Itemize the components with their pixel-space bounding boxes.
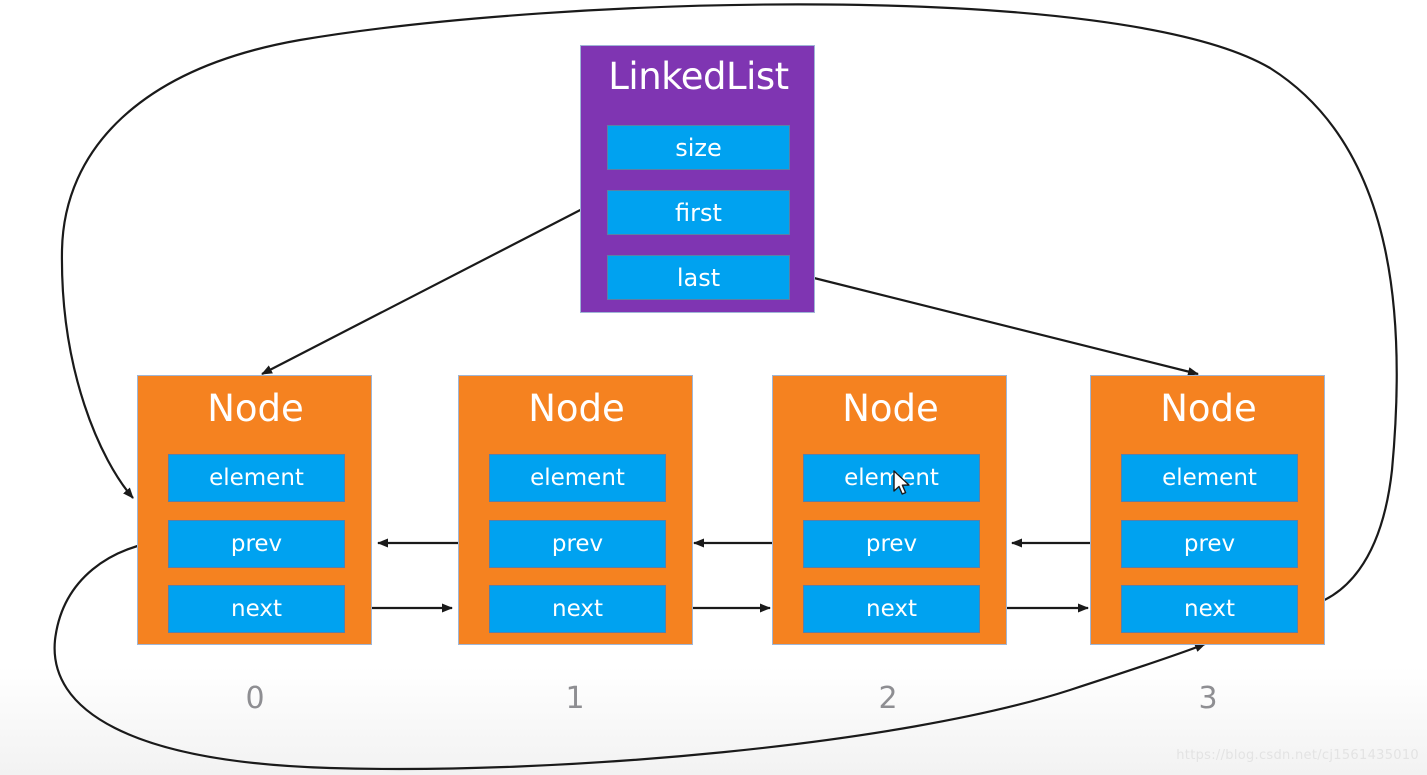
node-title: Node [528,387,625,430]
linkedlist-box: LinkedList size first last [580,45,815,313]
linkedlist-title: LinkedList [608,55,789,98]
node-title: Node [1160,387,1257,430]
linkedlist-field-last: last [607,255,790,300]
node-title: Node [842,387,939,430]
node-index-label-2: 2 [878,681,898,716]
node-field-element: element [803,454,980,502]
node-field-prev: prev [168,520,345,568]
node-index-label-0: 0 [245,681,265,716]
linkedlist-field-size: size [607,125,790,170]
linkedlist-field-first: first [607,190,790,235]
edge-first-to-node0 [261,204,591,375]
node-box-0: Node element prev next [137,375,372,645]
node-field-element: element [1121,454,1298,502]
watermark: https://blog.csdn.net/cj1561435010 [1176,748,1419,763]
node-box-3: Node element prev next [1090,375,1325,645]
node-field-next: next [1121,585,1298,633]
node-field-prev: prev [803,520,980,568]
node-field-prev: prev [1121,520,1298,568]
node-field-prev: prev [489,520,666,568]
node-field-next: next [168,585,345,633]
node-index-label-3: 3 [1198,681,1218,716]
node-index-label-1: 1 [565,681,585,716]
node-box-2: Node element prev next [772,375,1007,645]
edge-last-to-node3 [805,274,1199,376]
node-title: Node [207,387,304,430]
node-field-next: next [803,585,980,633]
node-field-next: next [489,585,666,633]
mouse-pointer-icon [893,470,910,495]
node-field-element: element [489,454,666,502]
node-field-element: element [168,454,345,502]
node-box-1: Node element prev next [458,375,693,645]
